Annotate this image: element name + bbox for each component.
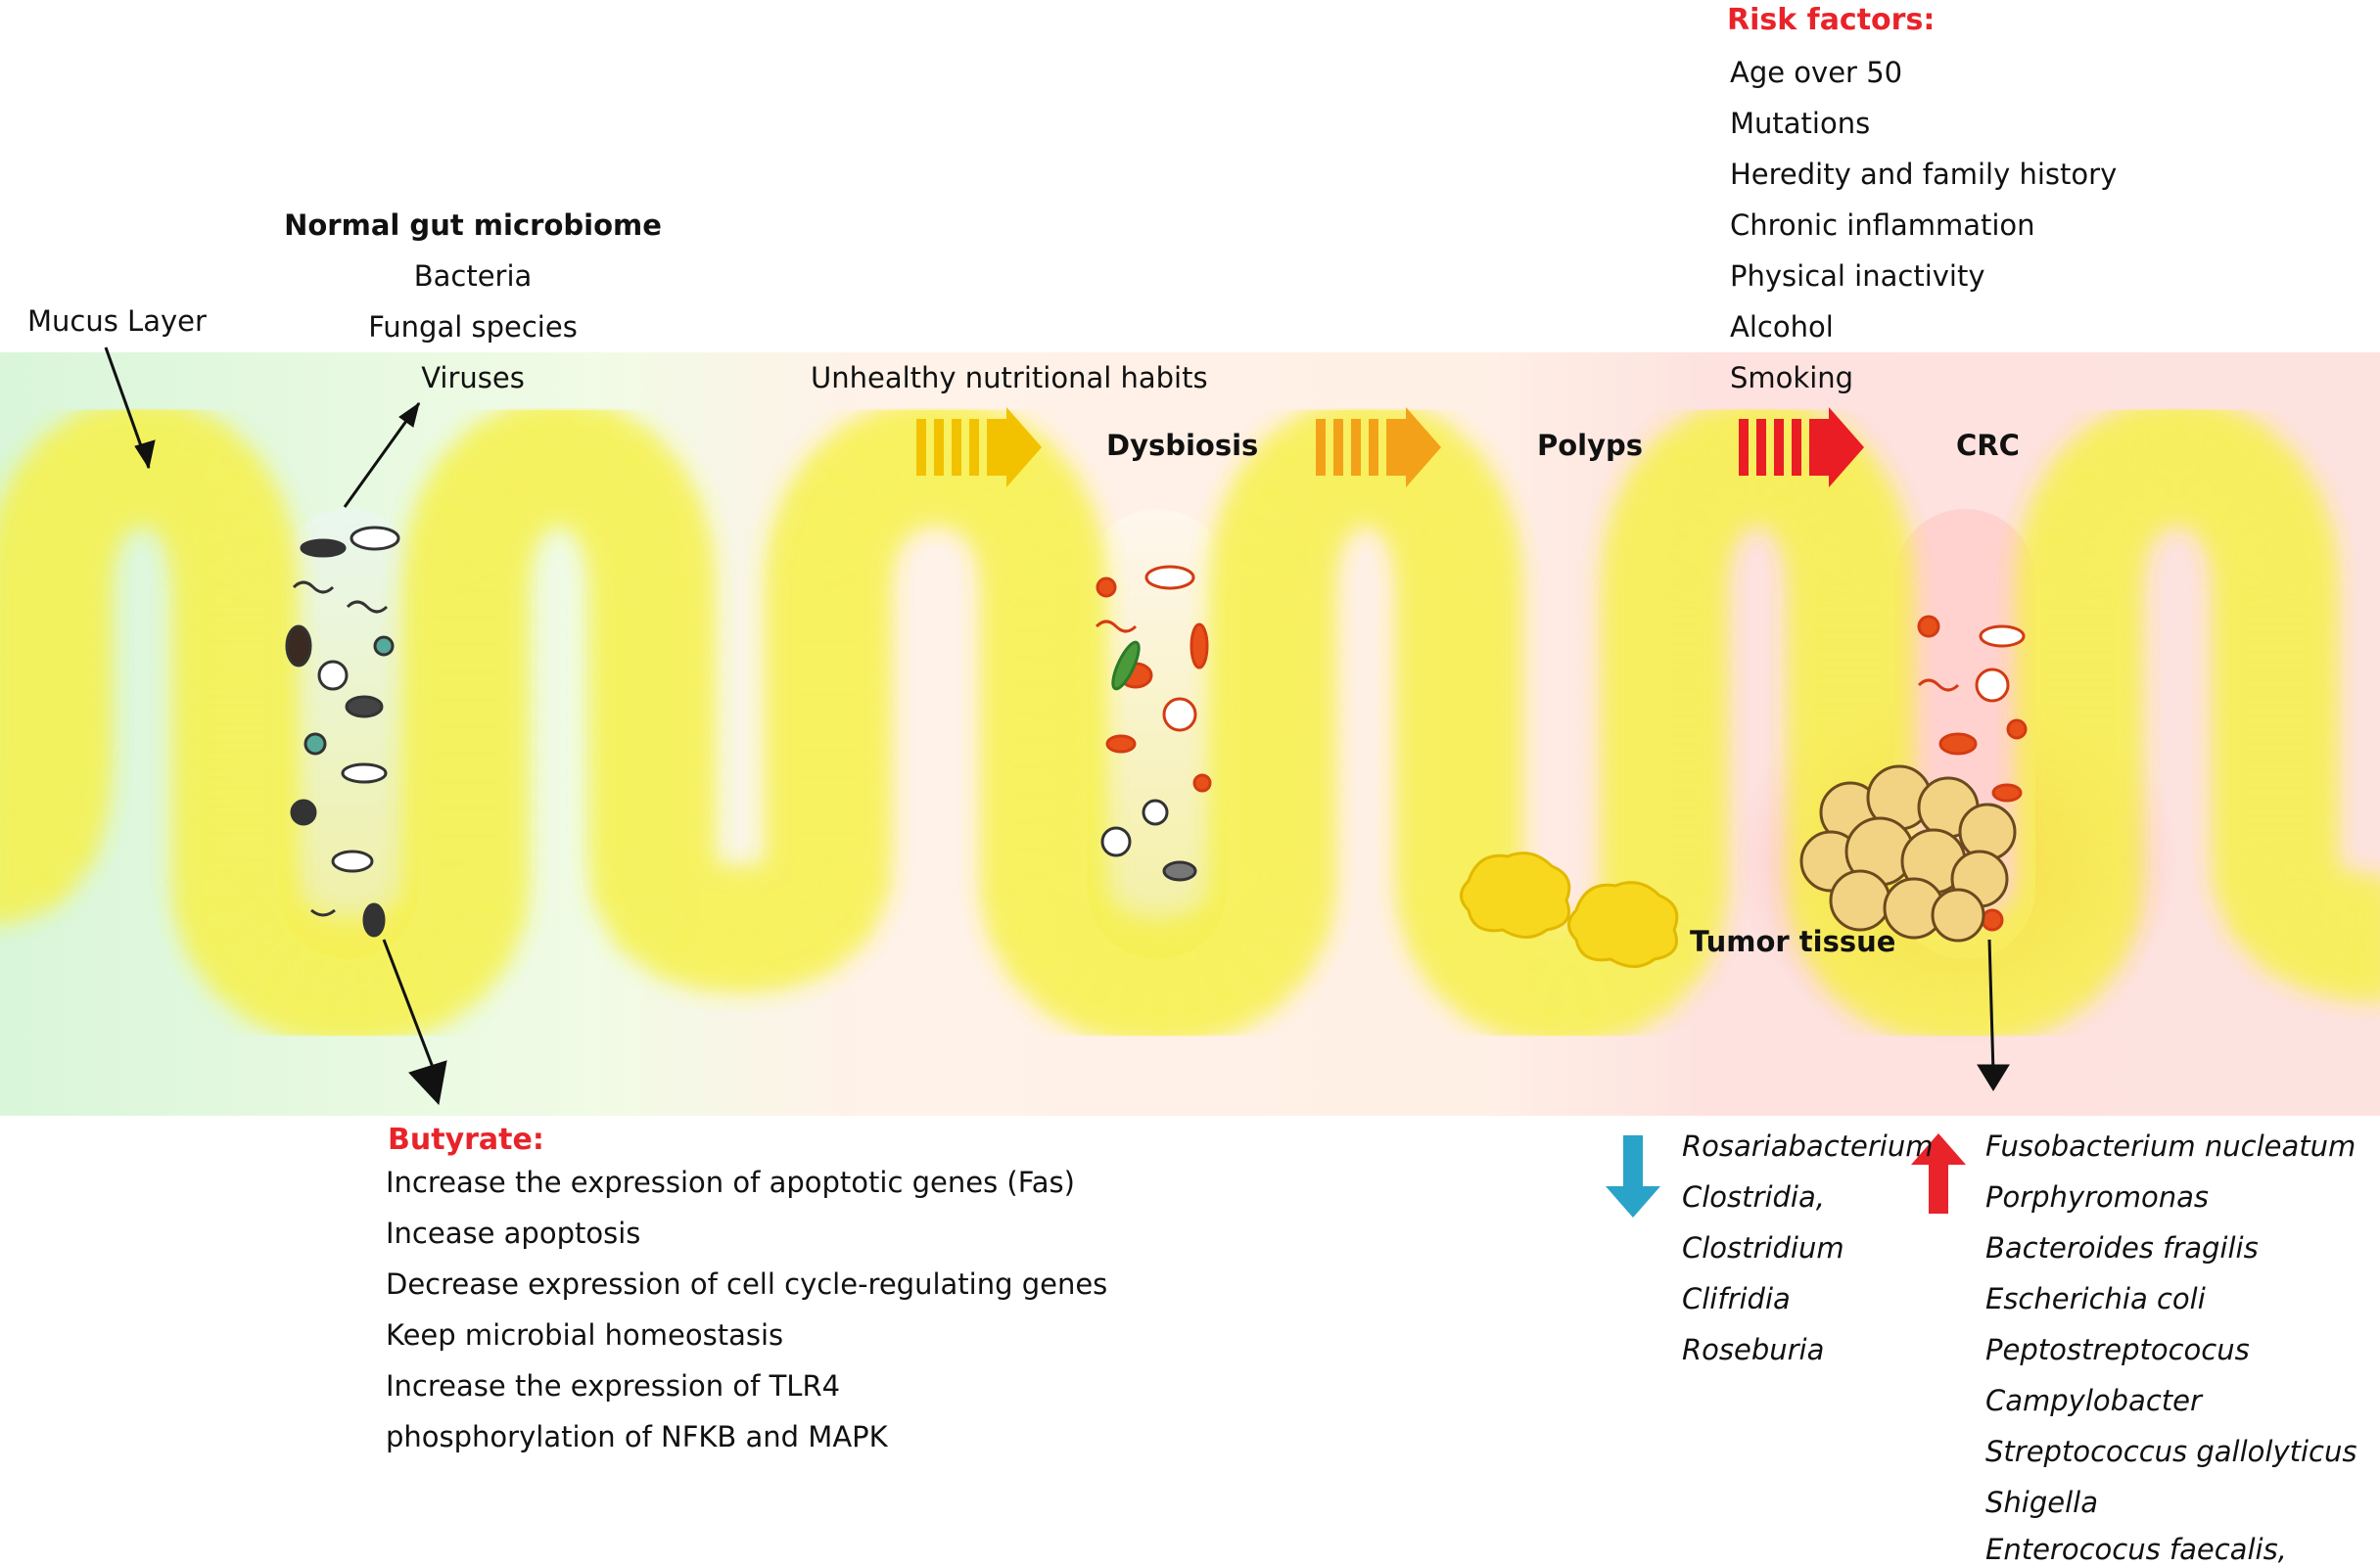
- progression-arrow-2: [1316, 407, 1441, 487]
- decreased-bacterium: Clostridium: [1682, 1231, 1844, 1265]
- dysbiosis-label: Dysbiosis: [1106, 429, 1259, 462]
- increased-bacterium: Shigella: [1985, 1486, 2098, 1519]
- butyrate-title: Butyrate:: [388, 1123, 544, 1157]
- risk-factor-item: Chronic inflammation: [1730, 208, 2035, 242]
- polyps: [1460, 852, 1679, 968]
- crc-microbes: [1917, 615, 2028, 932]
- crc-label: CRC: [1956, 429, 2020, 462]
- butyrate-item: Keep microbial homeostasis: [386, 1318, 784, 1352]
- normal-item-fungal: Fungal species: [368, 310, 578, 344]
- butyrate-item: Increase the expression of TLR4: [386, 1369, 841, 1403]
- progression-arrow-3: [1739, 407, 1864, 487]
- increased-bacterium: Porphyromonas: [1985, 1180, 2210, 1214]
- decreased-bacterium: Rosariabacterium: [1682, 1129, 1934, 1163]
- risk-factor-item: Physical inactivity: [1730, 259, 1985, 293]
- increased-bacterium: Streptococcus gallolyticus: [1985, 1435, 2357, 1468]
- increased-bacterium: Campylobacter: [1985, 1384, 2202, 1417]
- risk-factor-item: Heredity and family history: [1730, 158, 2118, 191]
- mucus-layer-label: Mucus Layer: [27, 304, 207, 338]
- normal-microbiome-title: Normal gut microbiome: [284, 208, 662, 242]
- risk-factor-item: Mutations: [1730, 107, 1871, 140]
- normal-item-viruses: Viruses: [421, 361, 525, 394]
- progression-arrow-1: [916, 407, 1042, 487]
- normal-microbes: [285, 526, 400, 938]
- increased-bacterium: Enterococus faecalis,: [1985, 1533, 2287, 1566]
- dysbiosis-microbes: [1095, 565, 1212, 882]
- risk-factor-item: Age over 50: [1730, 56, 1903, 89]
- increased-bacterium: Peptostreptococus: [1985, 1333, 2250, 1366]
- tumor-tissue-label: Tumor tissue: [1690, 925, 1896, 958]
- butyrate-item: phosphorylation of NFKB and MAPK: [386, 1420, 888, 1453]
- risk-factors-title: Risk factors:: [1727, 3, 1936, 37]
- increased-bacterium: Fusobacterium nucleatum: [1985, 1129, 2357, 1163]
- polyps-label: Polyps: [1537, 429, 1644, 462]
- intestinal-epithelium: [0, 461, 2380, 985]
- down-arrow-icon: [1606, 1135, 1660, 1218]
- decreased-bacterium: Roseburia: [1682, 1333, 1825, 1366]
- tumor-tissue: [1799, 764, 2017, 943]
- butyrate-item: Decrease expression of cell cycle-regula…: [386, 1267, 1108, 1301]
- pointer-arrows: [104, 346, 2010, 1106]
- up-arrow-icon: [1911, 1133, 1966, 1214]
- decreased-bacterium: Clostridia,: [1682, 1180, 1825, 1214]
- butyrate-item: Incease apoptosis: [386, 1217, 641, 1250]
- unhealthy-habits-label: Unhealthy nutritional habits: [811, 361, 1208, 394]
- crypt-lumen-normal: [278, 509, 419, 959]
- increased-bacterium: Escherichia coli: [1985, 1282, 2206, 1315]
- risk-factor-item: Alcohol: [1730, 310, 1834, 344]
- risk-factor-item: Smoking: [1730, 361, 1854, 394]
- normal-item-bacteria: Bacteria: [413, 259, 533, 293]
- butyrate-item: Increase the expression of apoptotic gen…: [386, 1166, 1075, 1199]
- increased-bacterium: Bacteroides fragilis: [1985, 1231, 2259, 1265]
- decreased-bacterium: Clifridia: [1682, 1282, 1791, 1315]
